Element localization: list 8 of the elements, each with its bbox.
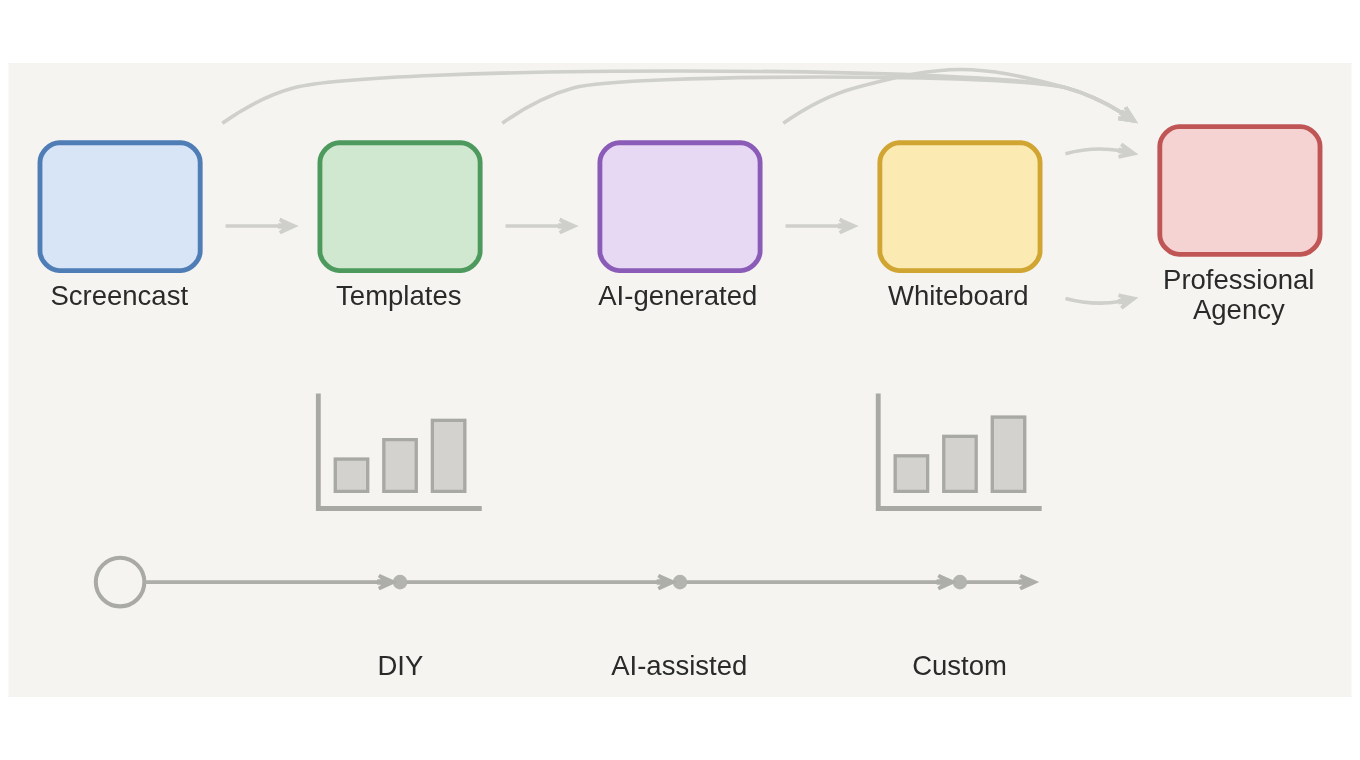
node-label: Screencast [50, 279, 189, 311]
node-label: AI-generated [598, 279, 758, 311]
node-label: AI-assisted [611, 650, 748, 682]
node-label: Professional Agency [1163, 263, 1315, 326]
node-label: Templates [336, 279, 462, 311]
node-label: DIY [377, 650, 424, 682]
node-label: Whiteboard [887, 279, 1029, 311]
node-label: Custom [912, 650, 1007, 682]
